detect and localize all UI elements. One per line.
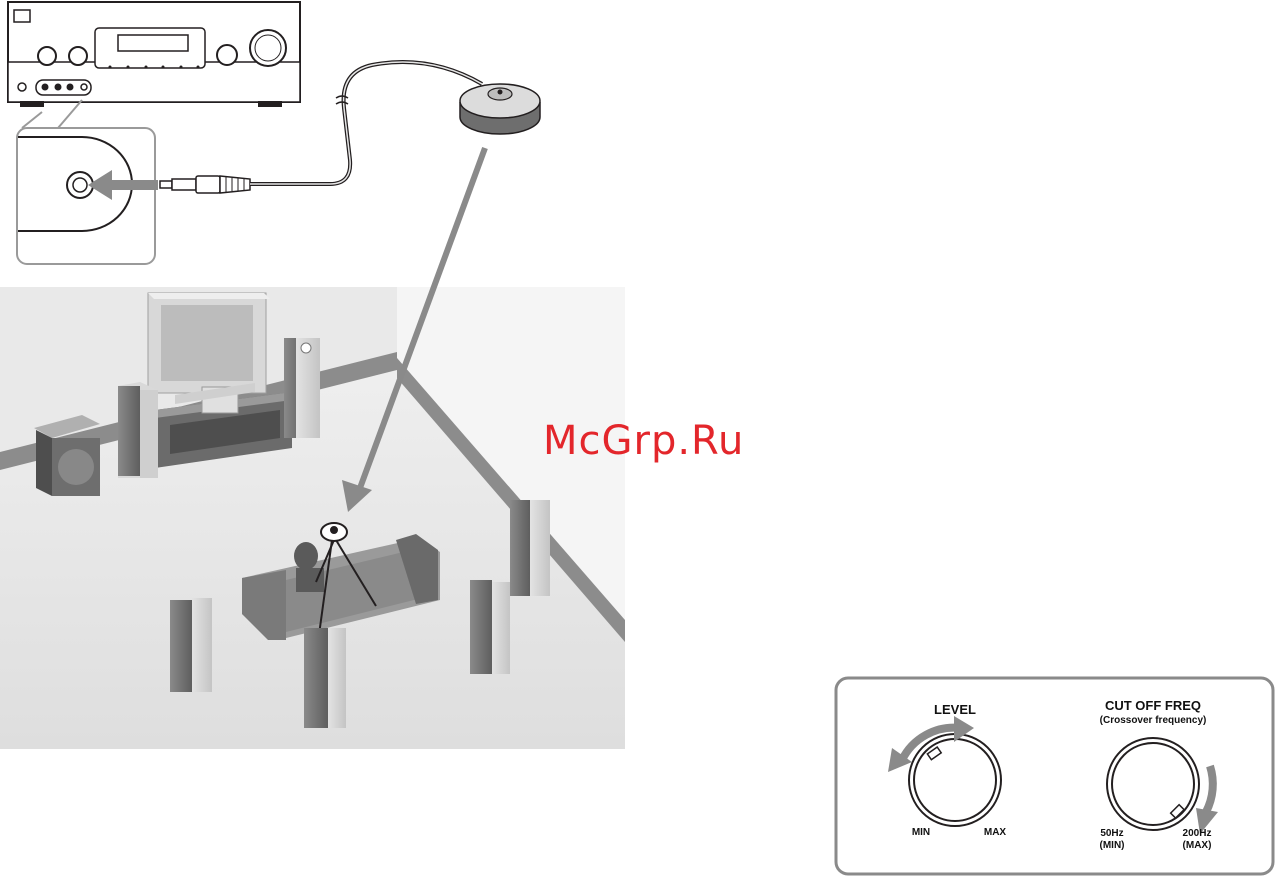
jack-detail-callout bbox=[17, 128, 155, 264]
cutoff-max-label: 200Hz bbox=[1172, 828, 1222, 839]
cutoff-min-sub: (MIN) bbox=[1090, 840, 1134, 851]
volume-knob-small-icon bbox=[69, 47, 87, 65]
av-receiver bbox=[8, 2, 300, 107]
auto-cal-mic-jack-icon bbox=[81, 84, 87, 90]
volume-knob-small-icon bbox=[38, 47, 56, 65]
cutoff-subtitle: (Crossover frequency) bbox=[1078, 715, 1228, 726]
level-title: LEVEL bbox=[920, 702, 990, 717]
cutoff-freq-knob[interactable] bbox=[1107, 738, 1199, 830]
cutoff-title: CUT OFF FREQ bbox=[1083, 698, 1223, 713]
cutoff-min-label: 50Hz bbox=[1090, 828, 1134, 839]
level-max-label: MAX bbox=[975, 827, 1015, 838]
optimizer-microphone-icon bbox=[460, 84, 540, 134]
level-min-label: MIN bbox=[901, 827, 941, 838]
cutoff-max-sub: (MAX) bbox=[1172, 840, 1222, 851]
display-window bbox=[118, 35, 188, 51]
mic-plug-icon bbox=[160, 176, 250, 193]
listening-room-scene bbox=[0, 287, 625, 749]
watermark: McGrp.Ru bbox=[543, 418, 744, 464]
level-knob[interactable] bbox=[909, 734, 1001, 826]
